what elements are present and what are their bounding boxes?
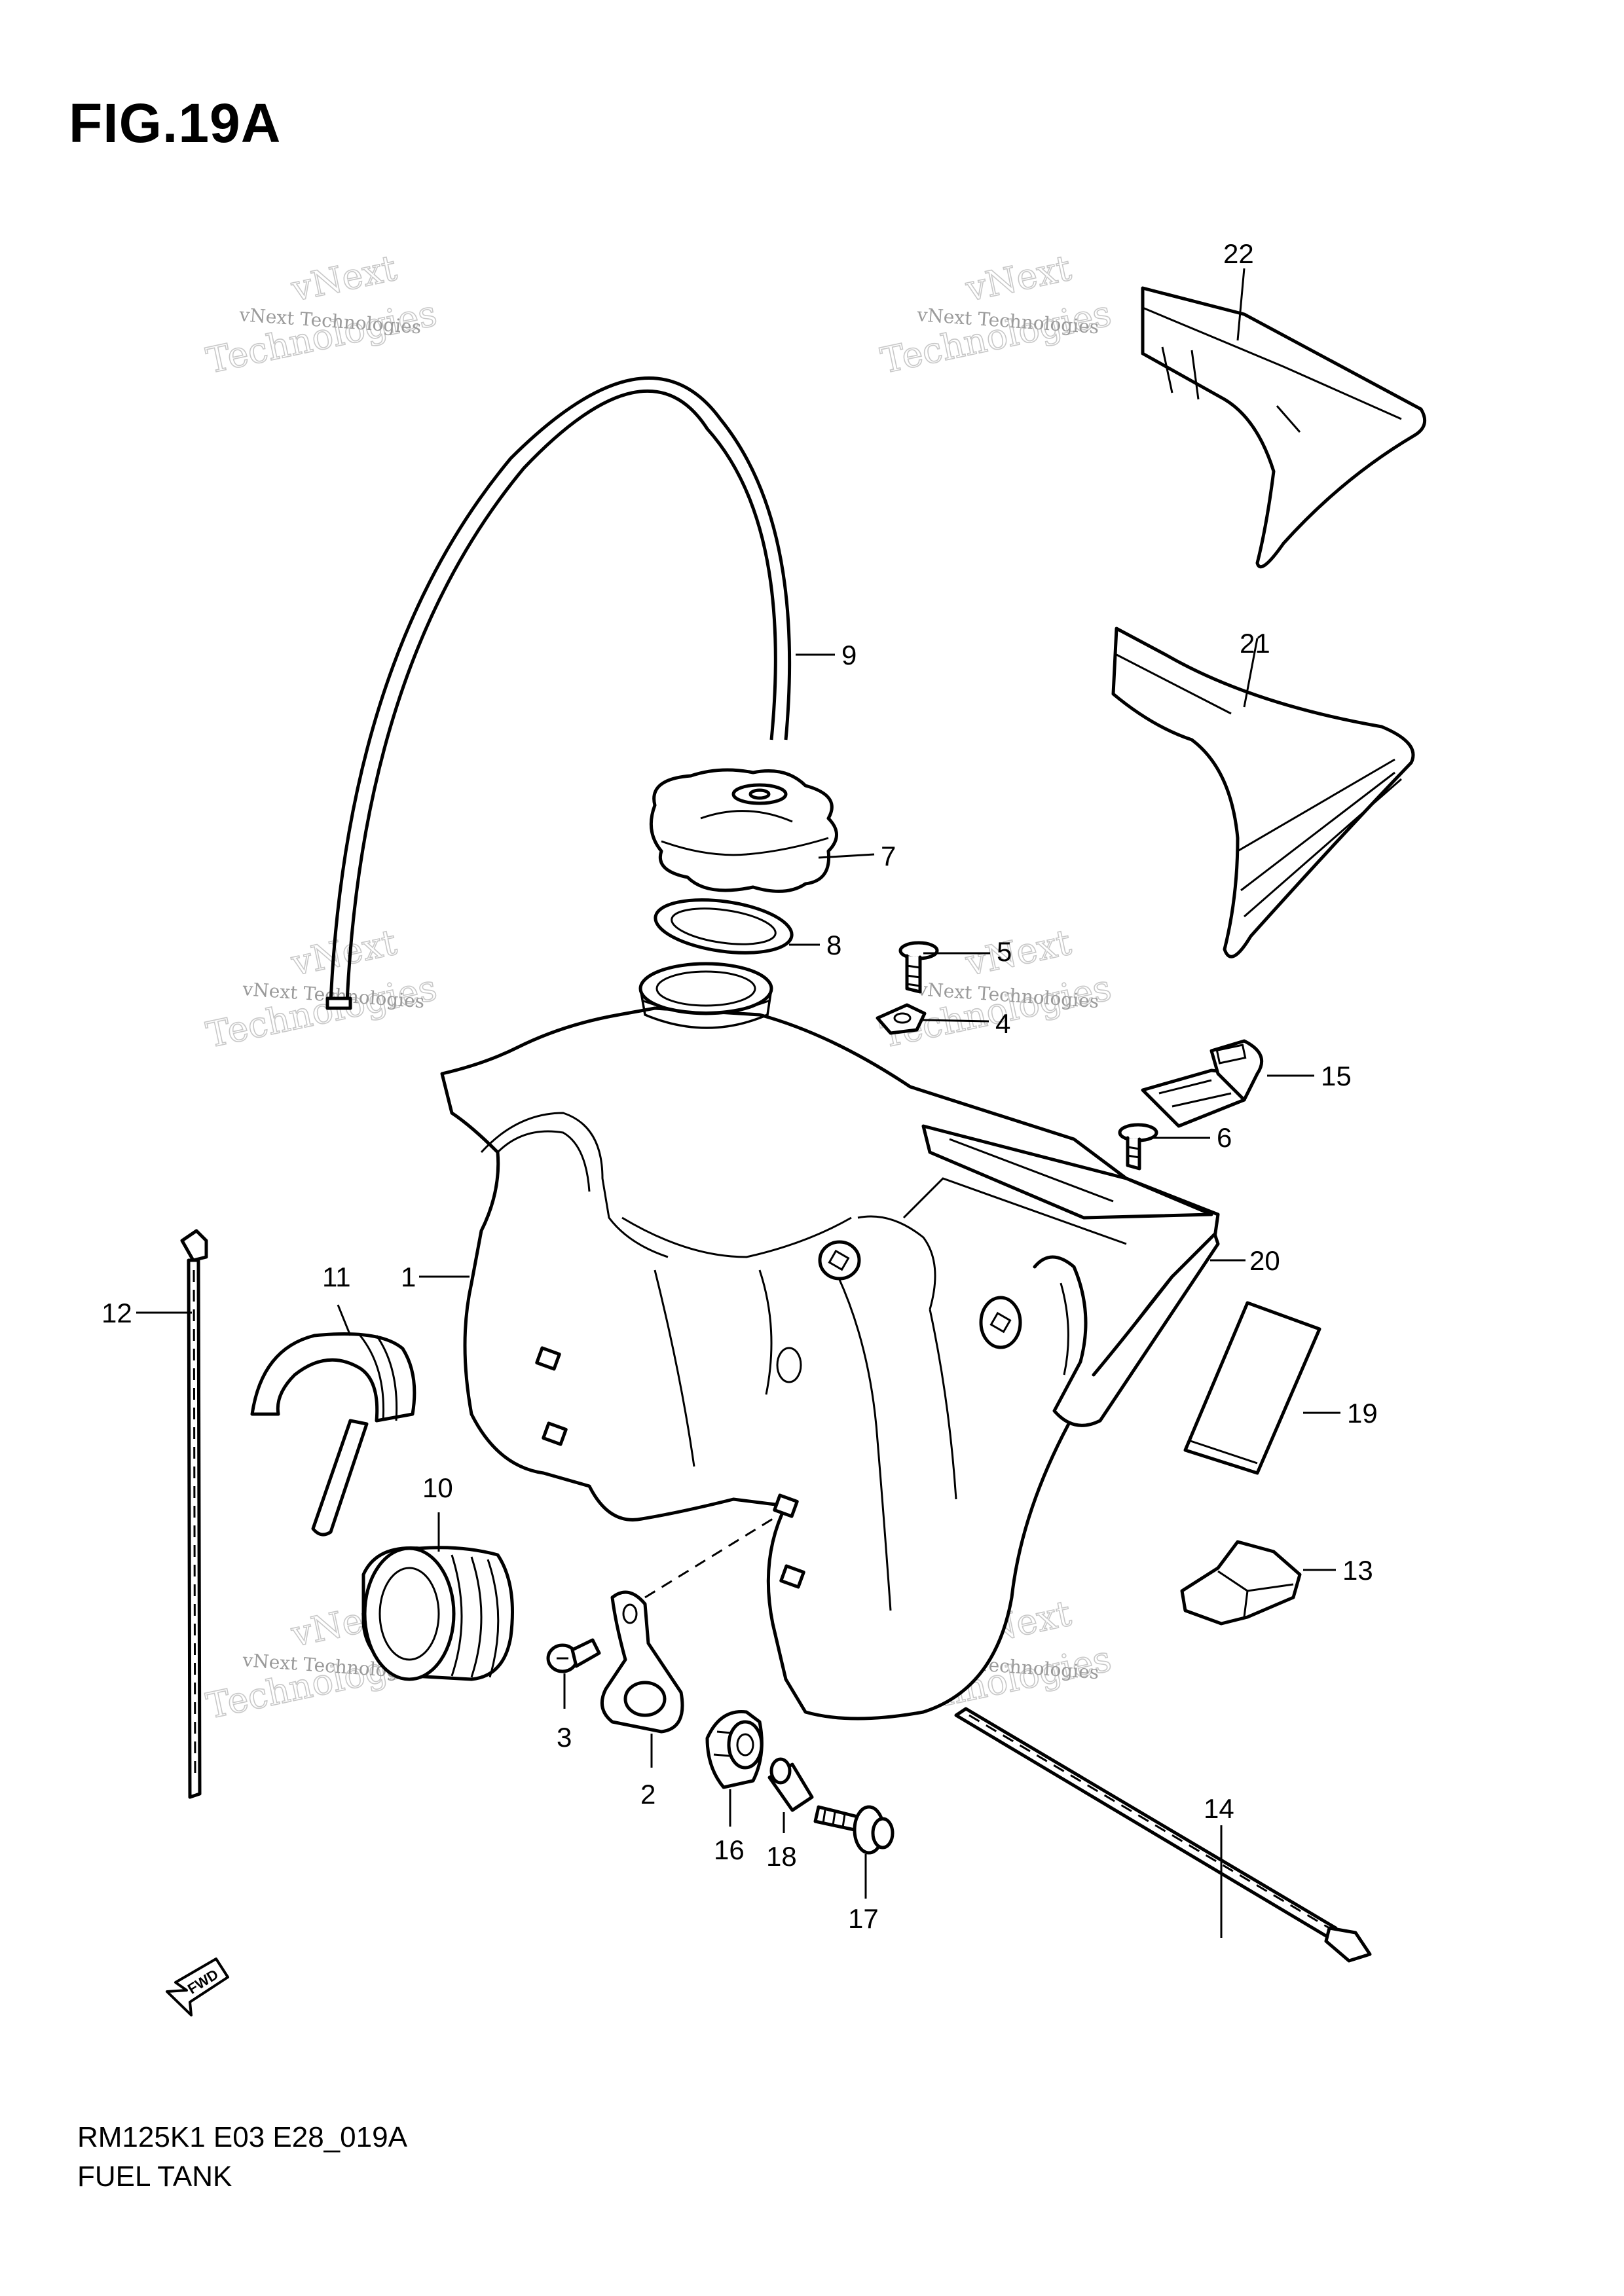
model-code: RM125K1 E03 E28_019A xyxy=(77,2121,407,2153)
callout-17: 17 xyxy=(848,1903,879,1934)
callout-15: 15 xyxy=(1321,1061,1352,1091)
part-13-cushion xyxy=(1180,1540,1302,1626)
callout-22: 22 xyxy=(1223,238,1254,269)
part-18-collar xyxy=(767,1757,814,1812)
part-4-washer xyxy=(876,1003,927,1035)
watermark-big-text: vNext xyxy=(287,921,401,984)
part-17-bolt xyxy=(813,1805,895,1855)
callout-8: 8 xyxy=(826,930,841,960)
part-16-grommet xyxy=(705,1710,764,1789)
callout-14: 14 xyxy=(1204,1793,1234,1824)
part-2-bracket xyxy=(600,1590,684,1734)
callout-19: 19 xyxy=(1347,1398,1378,1429)
part-7-fuel-cap xyxy=(649,768,838,893)
callout-2: 2 xyxy=(640,1779,655,1810)
callout-9: 9 xyxy=(841,640,857,670)
leader-lines xyxy=(136,268,1340,1938)
watermark-big-text: Technologies xyxy=(203,293,441,382)
watermark-big-text: Technologies xyxy=(877,293,1115,382)
callout-10: 10 xyxy=(422,1472,453,1503)
part-14-cable-tie xyxy=(954,1707,1372,1963)
callout-20: 20 xyxy=(1249,1245,1280,1276)
part-1-fuel-tank xyxy=(440,962,1220,1721)
watermark-2: vNext Technologies vNext Technologies xyxy=(877,247,1115,382)
part-6-screw xyxy=(1118,1123,1158,1171)
callout-4: 4 xyxy=(995,1008,1010,1039)
callout-13: 13 xyxy=(1342,1555,1373,1586)
callout-labels: 22 21 9 7 8 5 4 15 6 20 19 13 1 12 11 10… xyxy=(101,238,1378,1934)
callout-3: 3 xyxy=(557,1722,572,1753)
assembly-line xyxy=(644,1518,773,1599)
callout-6: 6 xyxy=(1217,1122,1232,1153)
watermark-big-text: Technologies xyxy=(203,967,441,1056)
figure-title: FIG.19A xyxy=(69,92,282,154)
watermark-big-text: vNext xyxy=(287,247,401,310)
callout-21: 21 xyxy=(1240,628,1270,659)
part-19-pad xyxy=(1183,1301,1321,1475)
callout-7: 7 xyxy=(881,841,896,871)
watermark-1: vNext Technologies vNext Technologies xyxy=(202,247,441,382)
callout-12: 12 xyxy=(101,1298,132,1328)
callout-18: 18 xyxy=(766,1841,797,1872)
watermark-big-text: vNext xyxy=(962,247,1075,310)
figure-name: FUEL TANK xyxy=(77,2160,232,2193)
part-11-clamp xyxy=(250,1332,416,1537)
watermark-3: vNext Technologies vNext Technologies xyxy=(202,921,441,1057)
callout-5: 5 xyxy=(997,936,1012,967)
callout-1: 1 xyxy=(401,1262,416,1292)
part-3-bolt xyxy=(546,1638,601,1673)
part-5-screw xyxy=(898,941,939,994)
part-10-rubber-sleeve xyxy=(361,1546,514,1681)
part-22-shroud-decal xyxy=(1141,286,1427,569)
callout-11: 11 xyxy=(322,1262,351,1292)
part-8-gasket xyxy=(654,898,794,955)
part-20-shroud xyxy=(1033,1232,1220,1427)
part-15-strap xyxy=(1141,1039,1264,1128)
callout-16: 16 xyxy=(714,1834,745,1865)
part-9-breather-hose xyxy=(325,376,792,1010)
fwd-direction-arrow: FWD xyxy=(166,1958,229,2016)
part-12-cable-tie xyxy=(180,1229,208,1799)
part-21-shroud-decal xyxy=(1111,627,1415,958)
